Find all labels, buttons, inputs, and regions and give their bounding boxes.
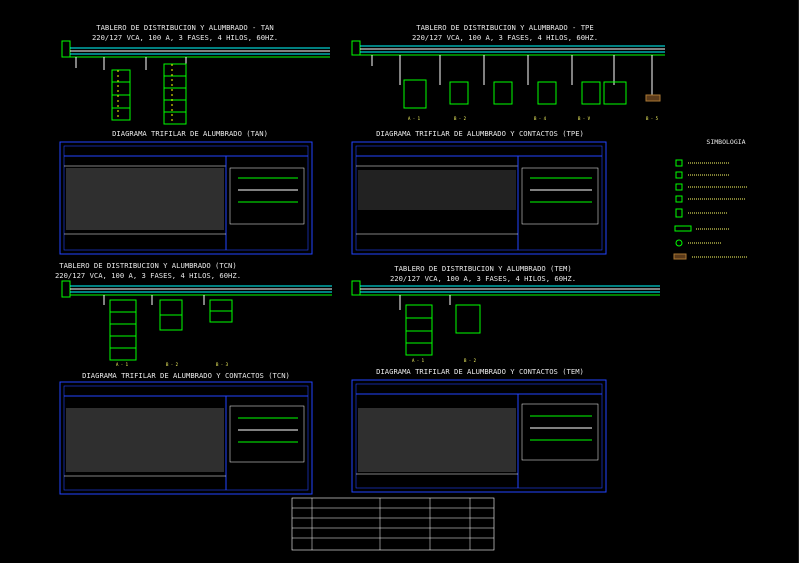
tpe-circuit-label-4: B - V	[578, 116, 591, 121]
tem-title-line1: TABLERO DE DISTRIBUCION Y ALUMBRADO (TEM…	[394, 264, 571, 273]
tem-diagram-title: DIAGRAMA TRIFILAR DE ALUMBRADO Y CONTACT…	[376, 367, 584, 376]
tcn-circuit-label-1: A - 1	[116, 362, 129, 367]
tpe-title-line2: 220/127 VCA, 100 A, 3 FASES, 4 HILOS, 60…	[412, 33, 598, 42]
tan-title-line1: TABLERO DE DISTRIBUCION Y ALUMBRADO - TA…	[96, 23, 273, 32]
legend-simbologia: SIMBOLOGIA	[673, 138, 748, 260]
tcn-title-line2: 220/127 VCA, 100 A, 3 FASES, 4 HILOS, 60…	[55, 271, 241, 280]
tcn-title-line1: TABLERO DE DISTRIBUCION Y ALUMBRADO (TCN…	[59, 261, 236, 270]
tpe-diagram-title: DIAGRAMA TRIFILAR DE ALUMBRADO Y CONTACT…	[376, 129, 584, 138]
tpe-circuit-label-2: B - 2	[454, 116, 467, 121]
tan-title-line2: 220/127 VCA, 100 A, 3 FASES, 4 HILOS, 60…	[92, 33, 278, 42]
tem-circuit-label-2: B - 2	[464, 358, 477, 363]
tem-title-line2: 220/127 VCA, 100 A, 3 FASES, 4 HILOS, 60…	[390, 274, 576, 283]
tan-diagram-title: DIAGRAMA TRIFILAR DE ALUMBRADO (TAN)	[112, 129, 268, 138]
tem-circuit-label-1: A - 1	[412, 358, 425, 363]
tcn-load-schedule	[59, 381, 313, 495]
title-block	[291, 497, 495, 551]
tem-one-line-diagram: A - 1 B - 2	[351, 280, 660, 363]
tcn-circuit-label-2: B - 2	[166, 362, 179, 367]
tan-load-schedule	[59, 141, 313, 255]
tpe-title-line1: TABLERO DE DISTRIBUCION Y ALUMBRADO - TP…	[416, 23, 593, 32]
tpe-load-schedule	[351, 141, 607, 255]
tpe-one-line-diagram: A - 1 B - 2 B - 4 B - V B - 5	[351, 40, 665, 121]
legend-title: SIMBOLOGIA	[706, 138, 745, 146]
tpe-circuit-label-1: A - 1	[408, 116, 421, 121]
tem-load-schedule	[351, 379, 607, 493]
tan-one-line-diagram	[61, 40, 330, 125]
tcn-circuit-label-3: B - 3	[216, 362, 229, 367]
tcn-one-line-diagram: A - 1 B - 2 B - 3	[61, 280, 332, 367]
tpe-circuit-label-5: B - 5	[646, 116, 659, 121]
tpe-circuit-label-3: B - 4	[534, 116, 547, 121]
tcn-diagram-title: DIAGRAMA TRIFILAR DE ALUMBRADO Y CONTACT…	[82, 371, 290, 380]
